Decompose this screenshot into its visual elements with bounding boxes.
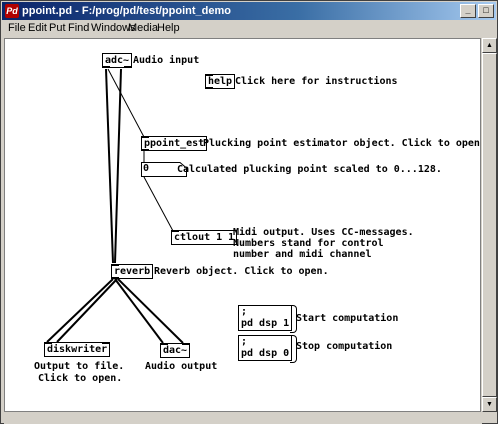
number-box-frame	[141, 162, 187, 177]
reverb-inlet[interactable]	[112, 264, 119, 266]
comment-file-1: Output to file.	[34, 361, 125, 372]
number-box-value: 0	[143, 163, 150, 174]
adc-object-label: adc~	[105, 55, 130, 66]
ctlout-inlet[interactable]	[172, 230, 179, 232]
comment-help: Click here for instructions	[235, 76, 398, 87]
comment-midi-3: number and midi channel	[233, 249, 372, 260]
scroll-up-button[interactable]: ▲	[482, 38, 497, 53]
menu-windows[interactable]: Windows	[91, 22, 136, 34]
ppoint-est-object[interactable]: ppoint_est	[141, 136, 208, 151]
adc-object[interactable]: adc~	[102, 53, 133, 68]
ctlout-object-label: ctlout 1 1	[174, 232, 235, 243]
cord-reverb-dac-left	[114, 278, 164, 344]
comment-reverb: Reverb object. Click to open.	[154, 266, 329, 277]
diskwriter-inlet-right[interactable]	[102, 342, 110, 344]
comment-midi-2: Numbers stand for control	[233, 238, 384, 249]
menu-media[interactable]: Media	[128, 22, 158, 34]
comment-file-2: Click to open.	[38, 373, 123, 384]
dac-object[interactable]: dac~	[160, 343, 191, 358]
cord-number-ctlout	[143, 176, 174, 232]
comment-audio-input: Audio input	[133, 55, 200, 66]
adc-outlet-right[interactable]	[124, 66, 132, 68]
ctlout-object[interactable]: ctlout 1 1	[171, 230, 238, 245]
cord-reverb-dac-right	[117, 278, 184, 344]
dac-inlet-left[interactable]	[161, 343, 168, 345]
cord-adc-right-reverb	[114, 68, 122, 264]
diskwriter-object-label: diskwriter	[47, 344, 108, 355]
window-bottom-edge	[4, 412, 482, 424]
ppoint-outlet[interactable]	[142, 149, 149, 151]
patch-canvas[interactable]: adc~ Audio input help Click here for ins…	[4, 38, 481, 412]
menu-edit[interactable]: Edit	[28, 22, 47, 34]
cord-reverb-disk-left	[46, 278, 114, 343]
dac-inlet-right[interactable]	[182, 343, 190, 345]
reverb-object-label: reverb	[114, 266, 151, 277]
ppoint-est-object-label: ppoint_est	[144, 138, 205, 149]
number-box[interactable]: 0	[141, 162, 187, 177]
cord-adc-ppoint	[107, 68, 145, 138]
menu-help[interactable]: Help	[157, 22, 180, 34]
menu-bar: File Edit Put Find Windows Media Help	[2, 20, 496, 37]
diskwriter-object[interactable]: diskwriter	[44, 342, 111, 357]
cord-reverb-disk-right	[56, 278, 118, 343]
maximize-button[interactable]: □	[478, 4, 494, 18]
scroll-down-button[interactable]: ▼	[482, 397, 497, 412]
adc-outlet-left[interactable]	[103, 66, 110, 68]
dsp-on-message[interactable]: ; pd dsp 1	[238, 305, 298, 333]
help-object-label: help	[208, 76, 233, 87]
comment-scaled: Calculated plucking point scaled to 0...…	[177, 164, 442, 175]
help-object[interactable]: help	[205, 74, 236, 89]
comment-audio-output: Audio output	[145, 361, 218, 372]
ppoint-inlet[interactable]	[142, 136, 149, 138]
patch-cords	[46, 68, 184, 344]
dsp-off-message[interactable]: ; pd dsp 0	[238, 335, 298, 363]
help-inlet[interactable]	[206, 74, 213, 76]
pd-app-icon: Pd	[5, 4, 19, 18]
vertical-scroll-thumb[interactable]	[482, 53, 497, 397]
minimize-button[interactable]: _	[460, 4, 476, 18]
comment-stop: Stop computation	[296, 341, 393, 352]
menu-put[interactable]: Put	[49, 22, 66, 34]
dac-object-label: dac~	[163, 345, 188, 356]
help-outlet[interactable]	[206, 87, 213, 89]
menu-file[interactable]: File	[8, 22, 26, 34]
title-bar[interactable]: Pd ppoint.pd - F:/prog/pd/test/ppoint_de…	[2, 2, 496, 20]
reverb-object[interactable]: reverb	[111, 264, 154, 279]
reverb-outlet[interactable]	[112, 277, 119, 279]
comment-ppoint: Plucking point estimator object. Click t…	[203, 138, 481, 149]
menu-find[interactable]: Find	[68, 22, 90, 34]
cord-adc-left-reverb	[105, 68, 114, 264]
vertical-scrollbar[interactable]: ▲ ▼	[482, 38, 497, 412]
diskwriter-inlet-left[interactable]	[45, 342, 52, 344]
comment-midi-1: Midi output. Uses CC-messages.	[233, 227, 414, 238]
window-title: ppoint.pd - F:/prog/pd/test/ppoint_demo	[22, 5, 231, 17]
comment-start: Start computation	[296, 313, 399, 324]
